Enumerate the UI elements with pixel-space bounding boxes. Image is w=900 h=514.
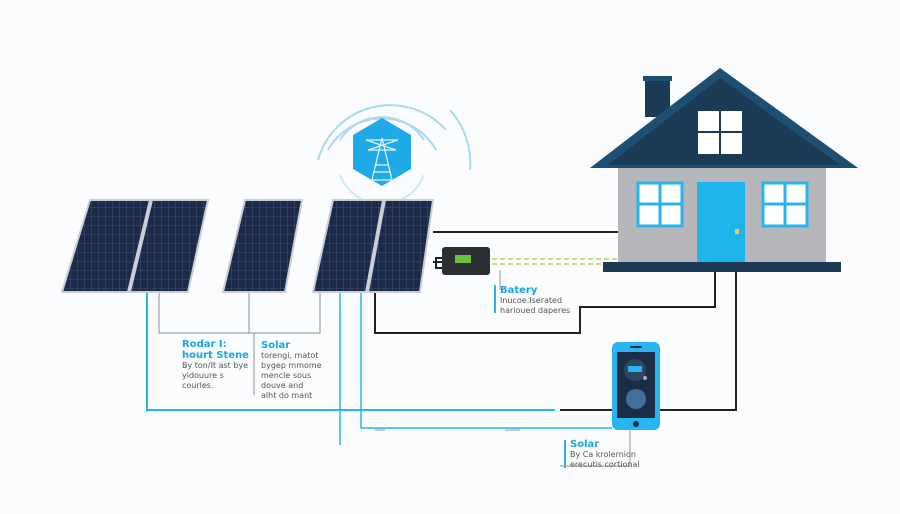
- power-tower-icon: [353, 118, 411, 186]
- label-accent-bar: [494, 285, 496, 313]
- label-rooftop: Rodar I: hourt Stene By ton/It ast bye y…: [182, 339, 249, 391]
- wire-dark: [374, 272, 716, 334]
- label-body: By Ca krolernion: [570, 450, 636, 459]
- wire-dark: [560, 272, 737, 411]
- solar-panel-icon: [60, 199, 435, 293]
- label-body: alht do mant: [261, 391, 313, 400]
- label-body: Inucoe.Iserated: [500, 296, 563, 305]
- label-title: Batery: [500, 285, 538, 296]
- label-battery: Batery Inucoe.Iserated harioued daperes: [500, 285, 570, 316]
- label-body: mencle sous: [261, 371, 312, 380]
- inverter-icon: [435, 247, 490, 275]
- wires: [146, 231, 737, 467]
- label-body: By ton/It ast bye: [182, 361, 249, 370]
- label-body: bygep mmome: [261, 361, 322, 370]
- label-solar-2: Solar By Ca krolernion erecutis cortiona…: [570, 439, 640, 470]
- wire-green: [492, 258, 620, 265]
- label-body: harioued daperes: [500, 306, 571, 315]
- label-title: Solar: [261, 340, 291, 351]
- label-body: erecutis cortional: [570, 460, 640, 469]
- wire-dark: [433, 231, 618, 263]
- smartphone-icon: [612, 342, 660, 430]
- house-icon: [590, 68, 858, 272]
- label-body: douve and: [261, 381, 304, 390]
- wire-gray: [158, 292, 321, 395]
- label-body: torengi, matot: [261, 351, 319, 360]
- label-body: courles.: [182, 381, 214, 390]
- label-solar-1: Solar torengi, matot bygep mmome mencle …: [261, 340, 322, 401]
- label-title: Rodar I:: [182, 339, 227, 350]
- wire-cyan: [146, 292, 555, 411]
- label-title: hourt Stene: [182, 350, 249, 361]
- label-body: yidouure s: [182, 371, 224, 380]
- wire-cyan: [360, 292, 612, 429]
- label-accent-bar: [564, 440, 566, 468]
- label-title: Solar: [570, 439, 600, 450]
